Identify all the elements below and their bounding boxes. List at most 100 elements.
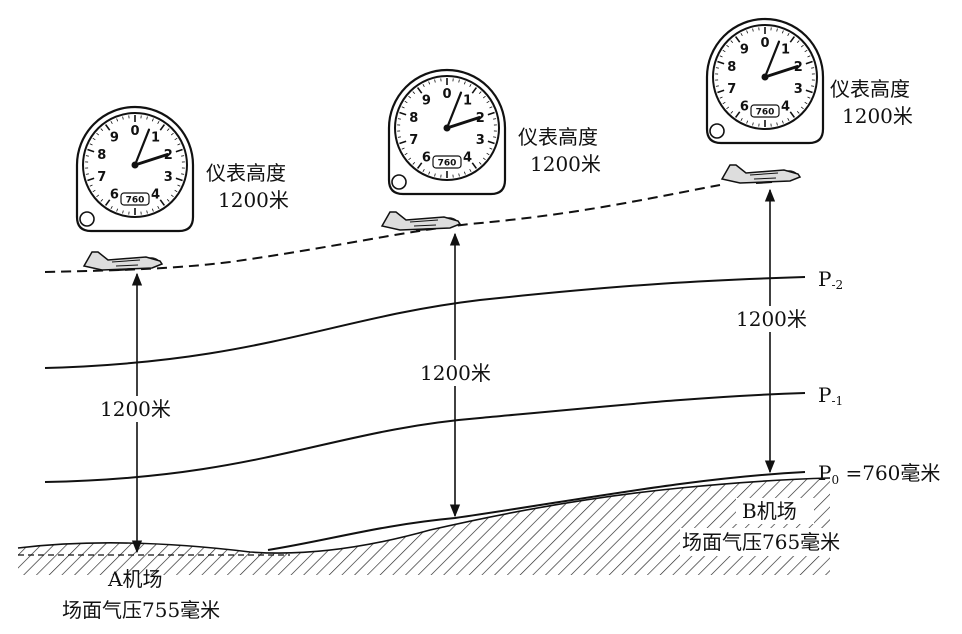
dial-tick: [122, 210, 124, 214]
dial-tick: [740, 32, 743, 37]
airplane-1: [83, 251, 163, 271]
dial-tick: [96, 132, 100, 136]
dial-number: 8: [409, 111, 418, 126]
height-label-3: 1200米: [736, 307, 807, 331]
dial-tick: [796, 40, 800, 44]
dial-tick: [122, 116, 124, 120]
dial-tick: [175, 177, 183, 182]
dial-tick: [428, 81, 431, 85]
instrument-value-2: 1200米: [530, 152, 601, 176]
dial-number: 6: [422, 150, 431, 165]
altimeter-dial-1: 0123456789760: [75, 105, 195, 233]
dial-short-hand: [763, 40, 781, 79]
adjust-knob-icon: [79, 211, 95, 227]
dial-tick: [175, 148, 183, 153]
dial-number: 8: [727, 60, 736, 75]
dial-tick: [159, 199, 166, 206]
dial-tick: [719, 55, 723, 58]
dial-tick: [804, 49, 808, 53]
isobar-label-p-minus-1: P-1: [818, 383, 843, 408]
instrument-value-1: 1200米: [218, 188, 289, 212]
dial-tick: [412, 91, 416, 95]
dial-hub: [443, 124, 451, 132]
dial-tick: [146, 116, 148, 120]
dial-long-hand: [445, 115, 481, 130]
dial-tick: [408, 157, 412, 161]
airplane-3: [721, 164, 801, 184]
dial-short-hand: [445, 91, 463, 130]
flight-path: [44, 184, 721, 273]
dial-number: 6: [740, 99, 749, 114]
dial-tick: [789, 111, 796, 118]
dial-tick: [804, 101, 808, 105]
height-label-1: 1200米: [100, 397, 171, 421]
dial-number: 3: [164, 170, 173, 185]
pressure-window-value: 760: [438, 159, 457, 169]
isobar-p-minus-2: [44, 276, 806, 369]
instrument-label-2: 仪表高度: [518, 125, 598, 149]
dial-tick: [489, 106, 493, 109]
dial-tick: [151, 208, 154, 212]
dial-tick: [800, 106, 804, 110]
dial-tick: [116, 118, 119, 122]
dial-tick: [752, 28, 754, 32]
dial-tick: [422, 168, 425, 173]
dial-tick: [726, 106, 730, 110]
dial-tick: [416, 87, 423, 94]
dial-tick: [493, 136, 497, 138]
dial-number: 3: [794, 82, 803, 97]
dial-tick: [776, 122, 778, 126]
dial-tick: [781, 30, 784, 34]
dial-tick: [92, 137, 96, 141]
dial-tick: [715, 67, 719, 69]
airfield-a-pressure: 场面气压755毫米: [62, 598, 220, 622]
dial-tick: [416, 162, 423, 169]
dial-tick: [166, 198, 170, 202]
dial-number: 2: [164, 148, 173, 163]
dial-number: 9: [110, 131, 119, 146]
dial-tick: [412, 161, 416, 165]
dial-tick: [174, 189, 178, 193]
dial-tick: [469, 168, 472, 173]
dial-tick: [486, 100, 490, 104]
dial-tick: [170, 194, 174, 198]
isobar-label-p0: P0 =760毫米: [818, 461, 940, 487]
dial-tick: [811, 67, 815, 69]
dial-tick: [174, 137, 178, 141]
dial-tick: [146, 210, 148, 214]
dial-tick: [104, 199, 111, 206]
dial-tick: [116, 208, 119, 212]
dial-tick: [181, 173, 185, 175]
dial-tick: [404, 100, 408, 104]
dial-tick: [730, 40, 734, 44]
dial-number: 7: [409, 133, 418, 148]
dial-number: 3: [476, 133, 485, 148]
dial-tick: [404, 152, 408, 156]
dial-tick: [478, 91, 482, 95]
isobar-label-p-minus-2: P-2: [818, 267, 843, 292]
dial-tick: [486, 152, 490, 156]
dial-number: 0: [130, 124, 139, 139]
dial-tick: [487, 140, 495, 145]
pressure-window: [120, 192, 150, 206]
dial-tick: [787, 117, 790, 122]
dial-tick: [471, 87, 478, 94]
dial-tick: [177, 184, 181, 187]
dial-short-hand: [133, 128, 151, 167]
dial-number: 1: [781, 43, 790, 58]
dial-tick: [811, 85, 815, 87]
dial-tick: [722, 49, 726, 53]
dial-tick: [752, 122, 754, 126]
pressure-window: [750, 104, 780, 118]
pressure-window-value: 760: [756, 108, 775, 118]
isobar-p0: [267, 471, 806, 551]
dial-tick: [807, 55, 811, 58]
dial-tick: [740, 117, 743, 122]
dial-tick: [458, 79, 460, 83]
dial-tick: [100, 128, 104, 132]
isobar-p-minus-1: [44, 392, 806, 483]
airfield-b-pressure: 场面气压765毫米: [682, 530, 840, 554]
dial-tick: [89, 143, 93, 146]
instrument-value-3: 1200米: [842, 104, 913, 128]
dial-tick: [717, 89, 725, 94]
